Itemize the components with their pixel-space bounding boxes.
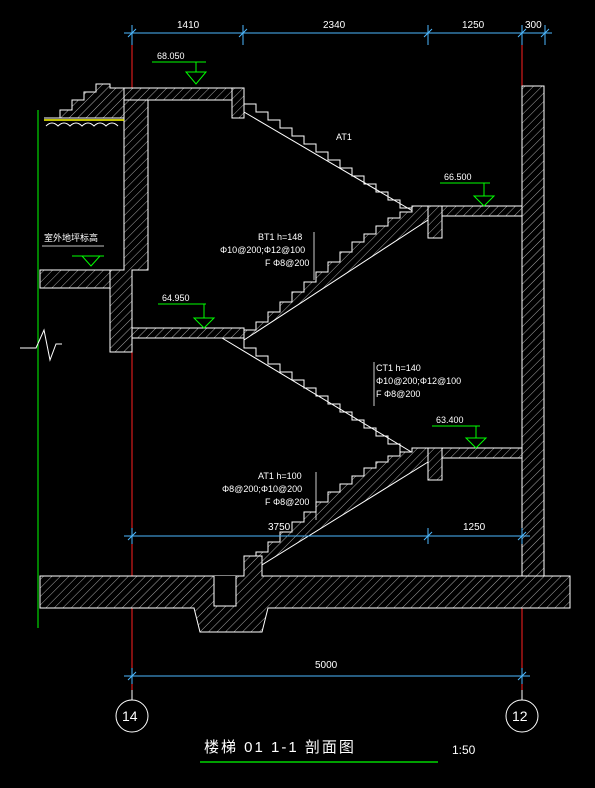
landing-66500-beam: [427, 205, 443, 239]
dim-bottom: 5000: [315, 660, 338, 671]
outside-stair: [44, 83, 125, 119]
axis-label-14: 14: [122, 708, 138, 724]
label-ct1-1: CT1 h=140: [376, 363, 421, 373]
dimension-bottom: [124, 668, 530, 684]
axis-label-12: 12: [512, 708, 528, 724]
flight-ct1-soffit: [221, 337, 429, 463]
level-marker-66500: [440, 182, 496, 207]
left-wall: [109, 87, 149, 353]
label-at1-lower-2: Φ8@200;Φ10@200: [222, 484, 302, 494]
level-marker-68050: [152, 61, 208, 85]
label-ct1-2: Φ10@200;Φ12@100: [376, 376, 461, 386]
pit: [213, 576, 237, 607]
dim-top-1: 1410: [177, 20, 200, 31]
ground-slab: [39, 555, 571, 633]
flight-upper-soffit: [243, 111, 429, 221]
dim-mid-1: 3750: [268, 522, 291, 533]
label-ct1-3: F Φ8@200: [376, 389, 420, 399]
left-ground-slab: [39, 269, 111, 289]
label-at1-top: AT1: [336, 132, 352, 142]
soil-symbol: [45, 122, 119, 127]
right-wall: [521, 85, 545, 577]
drawing-scale: 1:50: [452, 743, 476, 757]
dim-top-2: 2340: [323, 20, 346, 31]
dimension-top: [124, 25, 552, 45]
top-landing-slab: [123, 87, 245, 101]
landing-64950: [131, 327, 245, 339]
axis-bubble-14: [115, 699, 149, 733]
label-bt1-3: F Φ8@200: [265, 258, 309, 268]
label-at1-lower-1: AT1 h=100: [258, 471, 302, 481]
level-marker-64950: [158, 303, 216, 329]
level-63400: 63.400: [436, 415, 464, 425]
flight-at1-lower: [243, 447, 429, 577]
axis-bubble-12: [505, 699, 539, 733]
drawing-title: 楼梯 01 1-1 剖面图: [204, 739, 356, 756]
flight-bt1: [243, 205, 429, 341]
dimension-mid: [124, 528, 530, 544]
level-68050: 68.050: [157, 51, 185, 61]
level-64950: 64.950: [162, 293, 190, 303]
dim-top-4: 300: [525, 20, 542, 31]
label-bt1-1: BT1 h=148: [258, 232, 302, 242]
top-landing-wall: [231, 87, 245, 119]
label-bt1-2: Φ10@200;Φ12@100: [220, 245, 305, 255]
level-marker-63400: [432, 425, 488, 449]
level-66500: 66.500: [444, 172, 472, 182]
dim-top-3: 1250: [462, 20, 485, 31]
landing-63400-beam: [427, 447, 443, 481]
side-note-marker: [72, 255, 104, 267]
label-at1-lower-3: F Φ8@200: [265, 497, 309, 507]
dim-mid-2: 1250: [463, 522, 486, 533]
flight-upper-steps: [243, 96, 428, 217]
flight-ct1-steps: [243, 338, 428, 461]
side-note: 室外地坪标高: [44, 232, 98, 243]
break-symbol: [20, 328, 62, 362]
